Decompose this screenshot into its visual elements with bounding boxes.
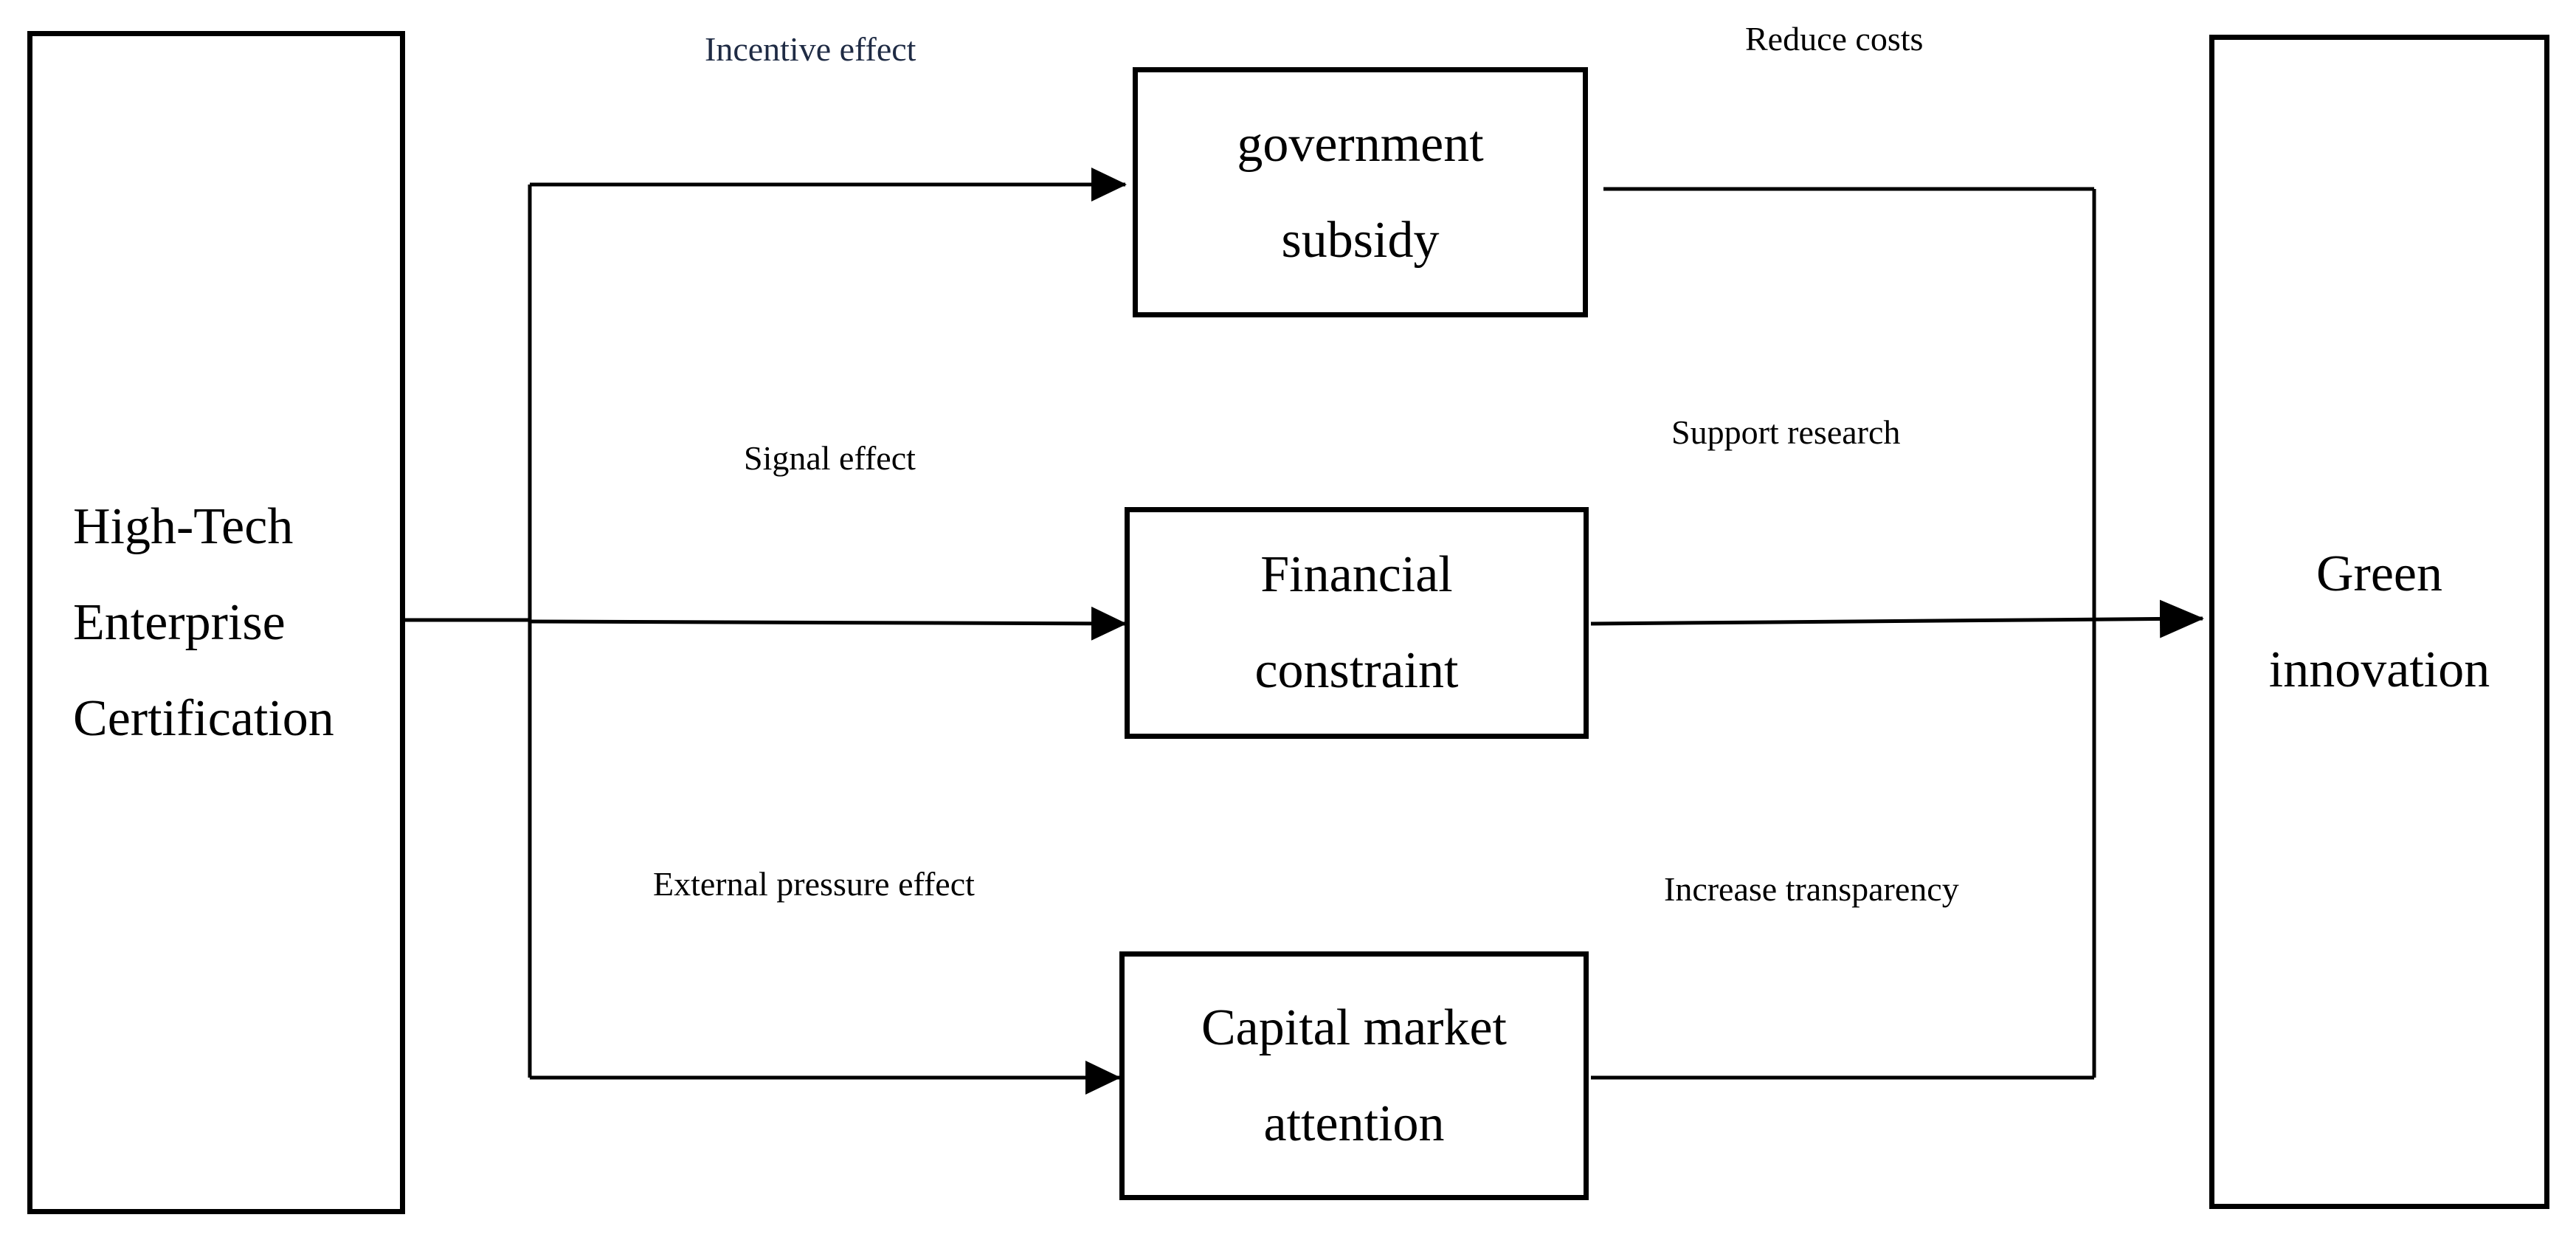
arrow-to-financial-constraint [529,606,1127,641]
subsidy-line-1: government [1237,115,1484,173]
source-line-3: Certification [73,689,334,747]
high-tech-certification-box: High-Tech Enterprise Certification [27,31,405,1214]
capital-line-2: attention [1263,1095,1445,1152]
financial-line-1: Financial [1260,546,1453,603]
incentive-effect-label: Incentive effect [705,30,916,68]
capital-market-attention-box: Capital market attention [1119,951,1589,1200]
arrow-to-green-innovation [1590,599,2204,638]
support-research-label: Support research [1671,413,1901,451]
target-line-1: Green [2316,545,2442,602]
source-line-1: High-Tech [73,497,294,555]
reduce-costs-label: Reduce costs [1745,20,1924,58]
financial-constraint-box: Financial constraint [1125,507,1589,739]
government-subsidy-box: government subsidy [1133,67,1588,317]
target-line-2: innovation [2268,641,2490,698]
signal-effect-label: Signal effect [744,439,916,477]
source-line-2: Enterprise [73,593,286,651]
increase-transparency-label: Increase transparency [1664,870,1959,908]
capital-line-1: Capital market [1201,999,1508,1056]
subsidy-line-2: subsidy [1281,211,1440,269]
financial-line-2: constraint [1254,642,1459,699]
green-innovation-box: Green innovation [2209,35,2549,1209]
external-pressure-effect-label: External pressure effect [653,865,975,903]
